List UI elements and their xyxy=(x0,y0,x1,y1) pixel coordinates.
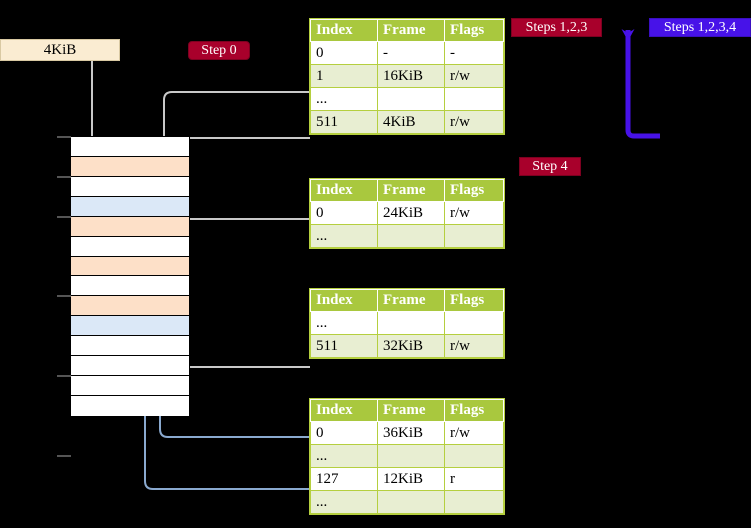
physical-memory-column xyxy=(70,136,190,416)
memory-frame-row xyxy=(71,356,189,377)
table-row: ... xyxy=(310,224,504,248)
wire-t2-0-to-memory xyxy=(174,218,310,266)
table-cell: r xyxy=(444,467,504,491)
table-cell xyxy=(444,311,504,335)
table-cell xyxy=(377,490,445,514)
badge-step-0: Step 0 xyxy=(188,41,250,60)
wire-t3-511-to-memory xyxy=(173,314,310,368)
table-cell xyxy=(444,444,504,468)
memory-frame-row xyxy=(71,176,189,197)
table-cell: 1 xyxy=(310,64,378,88)
memory-frame-row xyxy=(71,256,189,277)
column-header-index: Index xyxy=(310,399,378,422)
table-cell: ... xyxy=(310,444,378,468)
table-cell: 4KiB xyxy=(377,110,445,134)
table-cell: - xyxy=(444,41,504,65)
table-row: 0-- xyxy=(310,41,504,65)
table-cell: - xyxy=(377,41,445,65)
table-cell xyxy=(444,87,504,111)
memory-tick-mark xyxy=(57,375,71,378)
badge-step-4-label: Step 4 xyxy=(532,158,568,174)
memory-tick-mark xyxy=(57,175,71,178)
badge-steps-123: Steps 1,2,3 xyxy=(511,18,602,37)
table-cell: 12KiB xyxy=(377,467,445,491)
memory-frame-row xyxy=(71,196,189,217)
table-cell: 511 xyxy=(310,110,378,134)
column-header-flags: Flags xyxy=(444,179,504,202)
table-cell: 127 xyxy=(310,467,378,491)
table-cell: 24KiB xyxy=(377,201,445,225)
table-cell: r/w xyxy=(444,201,504,225)
badge-step-4: Step 4 xyxy=(519,157,581,176)
table-cell: r/w xyxy=(444,64,504,88)
table-cell: 511 xyxy=(310,334,378,358)
table-row: ... xyxy=(310,311,504,335)
memory-frame-row xyxy=(71,236,189,257)
table-cell: r/w xyxy=(444,334,504,358)
table-cell xyxy=(377,444,445,468)
column-header-index: Index xyxy=(310,19,378,42)
memory-frame-row xyxy=(71,395,189,416)
table-cell: 0 xyxy=(310,201,378,225)
memory-tick-mark xyxy=(57,295,71,298)
column-header-frame: Frame xyxy=(377,289,445,312)
badge-steps-1234-label: Steps 1,2,3,4 xyxy=(663,19,737,35)
table-cell: r/w xyxy=(444,421,504,445)
table-cell: ... xyxy=(310,311,378,335)
memory-tick-mark xyxy=(57,215,71,218)
badge-steps-123-label: Steps 1,2,3 xyxy=(525,19,588,35)
table-cell: r/w xyxy=(444,110,504,134)
memory-frame-row xyxy=(71,336,189,357)
table-row: ... xyxy=(310,87,504,111)
column-header-flags: Flags xyxy=(444,19,504,42)
table-row: ... xyxy=(310,490,504,514)
memory-tick-mark xyxy=(57,454,71,457)
table-cell: 32KiB xyxy=(377,334,445,358)
column-header-frame: Frame xyxy=(377,19,445,42)
memory-frame-row xyxy=(71,376,189,396)
column-header-frame: Frame xyxy=(377,179,445,202)
column-header-frame: Frame xyxy=(377,399,445,422)
column-header-flags: Flags xyxy=(444,399,504,422)
memory-frame-row xyxy=(71,276,189,297)
source-frame-label: 4KiB xyxy=(43,41,77,58)
memory-frame-row xyxy=(71,137,189,157)
wire-steps-1234-bracket xyxy=(621,29,660,139)
table-cell xyxy=(377,87,445,111)
memory-frame-row xyxy=(71,156,189,177)
table-cell xyxy=(377,224,445,248)
memory-frame-row xyxy=(71,216,189,237)
table-cell: ... xyxy=(310,490,378,514)
table-cell: 0 xyxy=(310,41,378,65)
source-frame-box: 4KiB xyxy=(0,39,120,61)
table-cell: 36KiB xyxy=(377,421,445,445)
badge-step-0-label: Step 0 xyxy=(201,42,237,58)
memory-tick-mark xyxy=(57,136,71,138)
column-header-index: Index xyxy=(310,179,378,202)
table-cell: ... xyxy=(310,224,378,248)
table-cell xyxy=(377,311,445,335)
column-header-index: Index xyxy=(310,289,378,312)
column-header-flags: Flags xyxy=(444,289,504,312)
table-cell: 16KiB xyxy=(377,64,445,88)
table-cell xyxy=(444,224,504,248)
table-cell xyxy=(444,490,504,514)
table-cell: 0 xyxy=(310,421,378,445)
table-row: ... xyxy=(310,444,504,468)
badge-steps-1234: Steps 1,2,3,4 xyxy=(649,18,751,37)
memory-frame-row xyxy=(71,296,189,317)
memory-frame-row xyxy=(71,316,189,337)
table-cell: ... xyxy=(310,87,378,111)
